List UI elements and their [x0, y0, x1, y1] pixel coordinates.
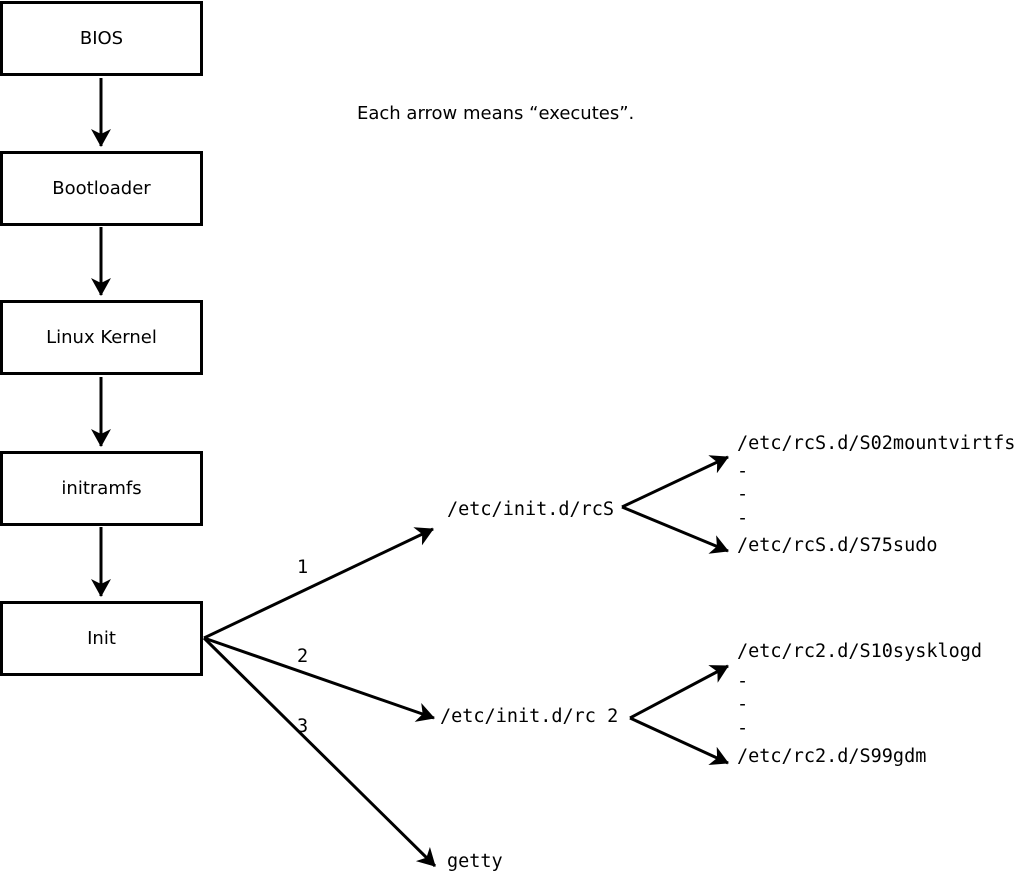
node-initramfs-label: initramfs [61, 478, 142, 499]
node-bios-label: BIOS [79, 28, 124, 49]
node-initramfs: initramfs [0, 451, 203, 526]
branch1-number: 1 [297, 557, 309, 578]
rcs-ellipsis-dash-2: - [737, 484, 749, 505]
node-bootloader-label: Bootloader [52, 178, 151, 199]
node-getty: getty [447, 851, 503, 872]
rcs-ellipsis-dash-3: - [737, 508, 749, 529]
branch3-number: 3 [297, 716, 309, 737]
node-linux-kernel: Linux Kernel [0, 300, 203, 375]
legend-note: Each arrow means “executes”. [357, 103, 635, 124]
arrow-rcs-to-first-child [621, 455, 729, 509]
arrow-rc2-to-last-child [629, 716, 729, 765]
node-rc2-script: /etc/init.d/rc 2 [440, 706, 619, 727]
node-bootloader: Bootloader [0, 151, 203, 226]
node-bios: BIOS [0, 1, 203, 76]
node-init: Init [0, 601, 203, 676]
node-linux-kernel-label: Linux Kernel [46, 327, 157, 348]
rc2-ellipsis-dash-3: - [737, 718, 749, 739]
node-rcs-first-child: /etc/rcS.d/S02mountvirtfs [737, 433, 1016, 454]
rcs-ellipsis-dash-1: - [737, 461, 749, 482]
rc2-ellipsis-dash-1: - [737, 671, 749, 692]
branch2-number: 2 [297, 646, 309, 667]
node-rcs-last-child: /etc/rcS.d/S75sudo [737, 535, 938, 556]
arrow-rcs-to-last-child [621, 505, 729, 554]
arrow-init-to-getty [202, 636, 437, 868]
node-rc2-last-child: /etc/rc2.d/S99gdm [737, 746, 927, 767]
rc2-ellipsis-dash-2: - [737, 694, 749, 715]
node-rc2-first-child: /etc/rc2.d/S10sysklogd [737, 641, 983, 662]
arrow-init-to-rcs [203, 527, 434, 640]
arrow-rc2-to-first-child [629, 664, 729, 720]
node-rcs-script: /etc/init.d/rcS [447, 499, 615, 520]
arrow-init-to-rc2 [203, 636, 435, 722]
node-init-label: Init [87, 628, 116, 649]
